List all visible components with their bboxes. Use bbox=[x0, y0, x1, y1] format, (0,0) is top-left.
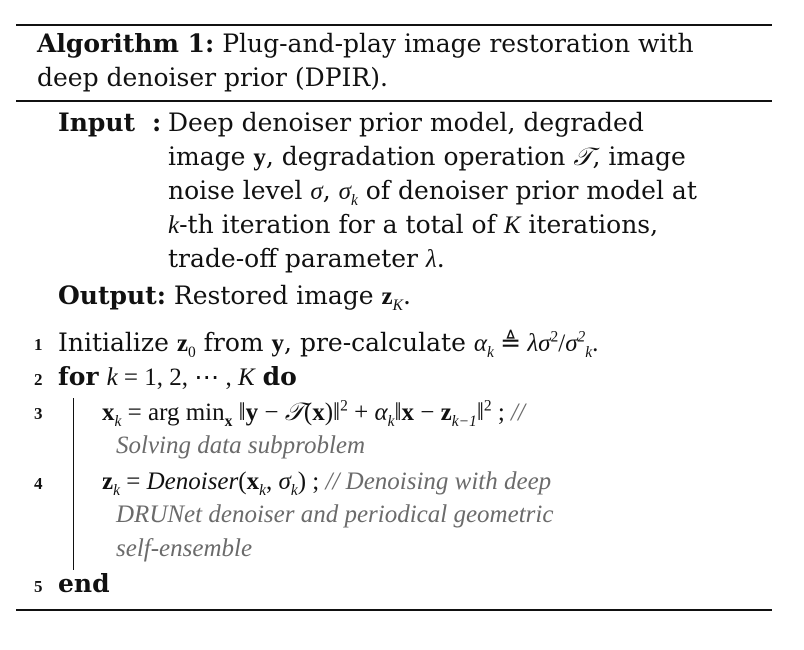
output-label: Output: bbox=[58, 281, 166, 310]
step-3: xk = arg minx ‖y − 𝒯(x)‖2 + αk‖x − zk−1‖… bbox=[102, 397, 525, 430]
line-number-4: 4 bbox=[34, 474, 43, 493]
algorithm-title-line2: deep denoiser prior (DPIR). bbox=[37, 63, 388, 92]
input-text-3: noise level σ, σk of denoiser prior mode… bbox=[168, 176, 697, 209]
line-number-3: 3 bbox=[34, 404, 43, 423]
step-1: Initialize z0 from y, pre-calculate αk ≜… bbox=[58, 328, 599, 361]
input-text-4: k-th iteration for a total of K iteratio… bbox=[168, 210, 659, 239]
input-line-1: Input bbox=[58, 108, 135, 138]
comment-2-line2: DRUNet denoiser and periodical geometric bbox=[116, 501, 554, 528]
algorithm-title-line1: Algorithm 1: Plug-and-play image restora… bbox=[37, 29, 694, 59]
input-text-2: image y, degradation operation 𝒯, image bbox=[168, 142, 686, 171]
input-sep: : bbox=[152, 108, 162, 137]
algorithm-label: Algorithm 1: bbox=[37, 29, 215, 58]
step-2: for k = 1, 2, ⋯ , K do bbox=[58, 362, 297, 391]
line-number-2: 2 bbox=[34, 370, 43, 389]
bottom-rule bbox=[16, 609, 772, 611]
line-number-5: 5 bbox=[34, 577, 43, 596]
algorithm-title: Plug-and-play image restoration with bbox=[222, 29, 694, 58]
input-label: Input bbox=[58, 108, 136, 137]
input-text-5: trade-off parameter λ. bbox=[168, 244, 445, 273]
output-line: Output: Restored image zK. bbox=[58, 281, 411, 314]
comment-2-line3: self-ensemble bbox=[116, 535, 253, 562]
line-number-1: 1 bbox=[34, 335, 43, 354]
comment-1: Solving data subproblem bbox=[116, 432, 366, 459]
top-rule bbox=[16, 24, 772, 26]
title-rule bbox=[16, 100, 772, 102]
input-text-1: Deep denoiser prior model, degraded bbox=[168, 108, 644, 137]
step-4: zk = Denoiser(xk, σk) ; // Denoising wit… bbox=[102, 468, 552, 499]
loop-bar bbox=[73, 398, 74, 570]
step-5: end bbox=[58, 569, 110, 598]
